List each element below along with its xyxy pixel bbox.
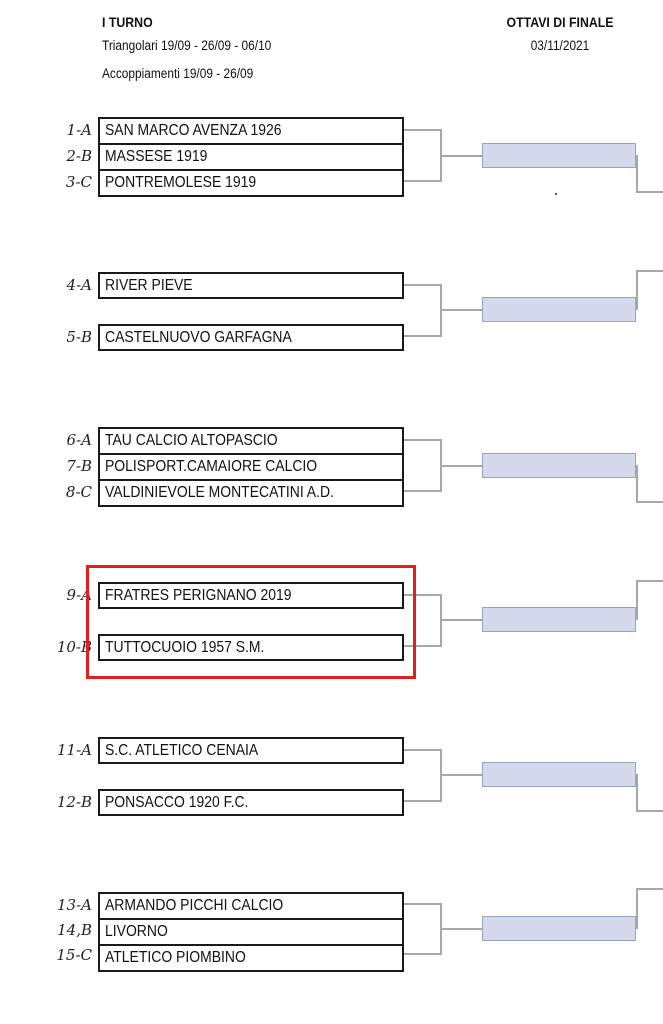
connector-line — [404, 129, 442, 131]
connector-line — [636, 888, 638, 929]
connector-line — [442, 155, 482, 157]
team-row[interactable]: SAN MARCO AVENZA 1926 — [100, 119, 402, 145]
seed-label: 8-C — [65, 483, 92, 501]
seed-label: 2-B — [66, 147, 92, 165]
connector-line — [442, 465, 482, 467]
round2-slot — [482, 143, 636, 168]
seed-label: 9-A — [66, 586, 92, 604]
round1-schedule-triangolari: Triangolari 19/09 - 26/09 - 06/10 — [102, 38, 272, 53]
connector-line — [636, 270, 663, 272]
connector-line — [404, 284, 442, 286]
seed-label: 4-A — [66, 276, 92, 294]
seed-label: 3-C — [65, 173, 92, 191]
team-name: ATLETICO PIOMBINO — [105, 949, 246, 966]
team-row[interactable]: TAU CALCIO ALTOPASCIO — [100, 429, 402, 455]
team-box-stack: TAU CALCIO ALTOPASCIO POLISPORT.CAMAIORE… — [98, 427, 404, 507]
team-row[interactable]: VALDINIEVOLE MONTECATINI A.D. — [100, 481, 402, 505]
team-name: TAU CALCIO ALTOPASCIO — [105, 432, 278, 449]
connector-line — [636, 580, 663, 582]
connector-line — [440, 594, 442, 647]
round2-title: OTTAVI DI FINALE — [506, 14, 614, 30]
team-row[interactable]: POLISPORT.CAMAIORE CALCIO — [100, 455, 402, 481]
round1-title: I TURNO — [102, 14, 153, 30]
team-name: VALDINIEVOLE MONTECATINI A.D. — [105, 484, 334, 501]
connector-line — [636, 810, 663, 812]
team-name: MASSESE 1919 — [105, 148, 208, 165]
team-box-stack: ARMANDO PICCHI CALCIO LIVORNO ATLETICO P… — [98, 892, 404, 972]
connector-line — [404, 903, 442, 905]
team-box[interactable]: FRATRES PERIGNANO 2019 — [98, 582, 404, 609]
connector-line — [636, 270, 638, 310]
round2-slot — [482, 607, 636, 632]
team-box[interactable]: RIVER PIEVE — [98, 272, 404, 299]
connector-line — [440, 129, 442, 182]
connector-line — [636, 501, 663, 503]
team-name: PONSACCO 1920 F.C. — [105, 794, 249, 811]
connector-line — [440, 749, 442, 802]
team-box[interactable]: TUTTOCUOIO 1957 S.M. — [98, 634, 404, 661]
team-name: POLISPORT.CAMAIORE CALCIO — [105, 458, 318, 475]
team-row[interactable]: ATLETICO PIOMBINO — [100, 946, 402, 970]
connector-line — [442, 774, 482, 776]
team-name: FRATRES PERIGNANO 2019 — [105, 587, 292, 604]
seed-label: 10-B — [56, 638, 92, 656]
round1-header: I TURNO Triangolari 19/09 - 26/09 - 06/1… — [102, 12, 402, 88]
team-name: CASTELNUOVO GARFAGNA — [105, 329, 292, 346]
round2-slot — [482, 297, 636, 322]
connector-line — [404, 439, 442, 441]
team-name: RIVER PIEVE — [105, 277, 193, 294]
connector-line — [404, 490, 442, 492]
connector-line — [404, 800, 442, 802]
connector-line — [636, 191, 663, 193]
team-box[interactable]: CASTELNUOVO GARFAGNA — [98, 324, 404, 351]
team-row[interactable]: ARMANDO PICCHI CALCIO — [100, 894, 402, 920]
round2-slot — [482, 453, 636, 478]
connector-line — [404, 594, 442, 596]
connector-line — [440, 284, 442, 337]
seed-label: 7-B — [66, 457, 92, 475]
team-row[interactable]: PONTREMOLESE 1919 — [100, 171, 402, 195]
team-row[interactable]: LIVORNO — [100, 920, 402, 946]
team-name: PONTREMOLESE 1919 — [105, 174, 257, 191]
round2-header: OTTAVI DI FINALE 03/11/2021 — [470, 12, 650, 60]
round2-date: 03/11/2021 — [530, 38, 590, 53]
connector-line — [404, 645, 442, 647]
team-row[interactable]: MASSESE 1919 — [100, 145, 402, 171]
seed-label: 13-A — [57, 896, 92, 914]
connector-line — [636, 774, 638, 812]
round2-slot — [482, 916, 636, 941]
team-name: TUTTOCUOIO 1957 S.M. — [105, 639, 265, 656]
connector-line — [636, 155, 638, 193]
connector-line — [636, 888, 663, 890]
seed-label: 14,B — [57, 921, 92, 939]
connector-line — [404, 953, 442, 955]
seed-label: 6-A — [66, 431, 92, 449]
connector-line — [636, 580, 638, 620]
connector-line — [442, 309, 482, 311]
seed-label: 12-B — [56, 793, 92, 811]
seed-label: 15-C — [56, 946, 92, 964]
seed-label: 1-A — [66, 121, 92, 139]
connector-line — [636, 465, 638, 503]
connector-line — [404, 180, 442, 182]
seed-label: 5-B — [66, 328, 92, 346]
team-name: SAN MARCO AVENZA 1926 — [105, 122, 282, 139]
connector-line — [442, 928, 482, 930]
connector-line — [404, 749, 442, 751]
round1-schedule-accoppiamenti: Accoppiamenti 19/09 - 26/09 — [102, 66, 254, 81]
connector-line — [440, 903, 442, 955]
team-box[interactable]: S.C. ATLETICO CENAIA — [98, 737, 404, 764]
connector-line — [442, 619, 482, 621]
team-name: S.C. ATLETICO CENAIA — [105, 742, 259, 759]
team-name: ARMANDO PICCHI CALCIO — [105, 897, 284, 914]
team-box[interactable]: PONSACCO 1920 F.C. — [98, 789, 404, 816]
stray-mark — [555, 193, 557, 195]
team-box-stack: SAN MARCO AVENZA 1926 MASSESE 1919 PONTR… — [98, 117, 404, 197]
round2-slot — [482, 762, 636, 787]
connector-line — [404, 335, 442, 337]
team-name: LIVORNO — [105, 923, 168, 940]
seed-label: 11-A — [57, 741, 92, 759]
connector-line — [440, 439, 442, 492]
